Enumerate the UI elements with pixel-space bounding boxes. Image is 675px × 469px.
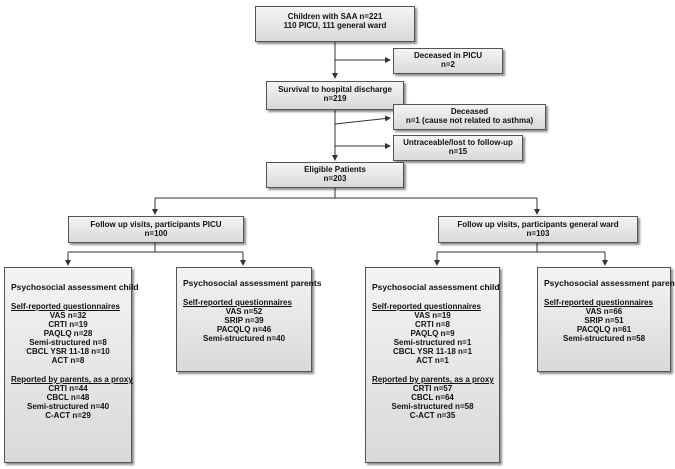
list-item: CRTI n=8 bbox=[415, 320, 450, 329]
picu-child-title: Psychosocial assessment child bbox=[11, 282, 139, 292]
deceased-line2: n=1 (cause not related to asthma) bbox=[405, 116, 534, 125]
ward-child-proxy-heading: Reported by parents, as a proxy bbox=[372, 375, 494, 384]
picu-parents-self-heading: Self-reported questionnaires bbox=[183, 298, 292, 307]
picu-parents-title: Psychosocial assessment parents bbox=[183, 278, 322, 288]
deceased-picu-line1: Deceased in PICU bbox=[413, 51, 483, 60]
ward-child-box: Psychosocial assessment child Self-repor… bbox=[365, 267, 500, 463]
start-box: Children with SAA n=221 110 PICU, 111 ge… bbox=[255, 6, 415, 42]
list-item: Semi-structured n=40 bbox=[26, 402, 110, 411]
list-item: PAQLQ n=9 bbox=[410, 329, 455, 338]
list-item: Semi-structured n=8 bbox=[29, 338, 107, 347]
start-line1: Children with SAA n=221 bbox=[287, 12, 383, 21]
picu-child-proxy-heading: Reported by parents, as a proxy bbox=[11, 375, 133, 384]
ward-parents-title: Psychosocial assessment parents bbox=[544, 278, 675, 288]
picu-child-self-heading: Self-reported questionnaires bbox=[11, 302, 120, 311]
ward-child-self-list: VAS n=19 CRTI n=8 PAQLQ n=9 Semi-structu… bbox=[372, 311, 499, 365]
start-line2: 110 PICU, 111 general ward bbox=[283, 21, 387, 30]
list-item: CRTI n=57 bbox=[412, 384, 453, 393]
list-item: C-ACT n=29 bbox=[45, 411, 91, 420]
deceased-box: Deceased n=1 (cause not related to asthm… bbox=[393, 104, 546, 130]
list-item: Semi-structured n=1 bbox=[393, 338, 472, 347]
list-item: C-ACT n=35 bbox=[409, 411, 456, 420]
followup-picu-line2: n=100 bbox=[144, 229, 168, 238]
list-item: PACQLQ n=46 bbox=[216, 325, 272, 334]
untraceable-line2: n=15 bbox=[448, 147, 468, 156]
list-item: CRTI n=19 bbox=[48, 320, 88, 329]
arrow-to-deceased bbox=[334, 115, 391, 125]
survival-box: Survival to hospital discharge n=219 bbox=[266, 81, 404, 110]
ward-parents-self-list: VAS n=66 SRIP n=51 PACQLQ n=61 Semi-stru… bbox=[544, 307, 670, 343]
untraceable-line1: Untraceable/lost to follow-up bbox=[403, 138, 513, 147]
eligible-line2: n=203 bbox=[323, 174, 347, 183]
list-item: VAS n=19 bbox=[414, 311, 451, 320]
list-item: VAS n=32 bbox=[49, 311, 87, 320]
list-item: CBCL YSR 11-18 n=10 bbox=[26, 347, 110, 356]
followup-picu-box: Follow up visits, participants PICU n=10… bbox=[68, 216, 244, 243]
list-item: ACT n=8 bbox=[51, 356, 85, 365]
ward-parents-box: Psychosocial assessment parents Self-rep… bbox=[537, 267, 675, 372]
list-item: CRTI n=44 bbox=[48, 384, 88, 393]
list-item: ACT n=1 bbox=[416, 356, 449, 365]
ward-child-title: Psychosocial assessment child bbox=[372, 282, 500, 292]
deceased-line1: Deceased bbox=[450, 107, 489, 116]
list-item: CBCL n=48 bbox=[46, 393, 90, 402]
survival-line2: n=219 bbox=[323, 94, 347, 103]
untraceable-box: Untraceable/lost to follow-up n=15 bbox=[393, 135, 523, 161]
list-item: Semi-structured n=58 bbox=[562, 334, 646, 343]
list-item: SRIP n=39 bbox=[224, 316, 264, 325]
list-item: VAS n=52 bbox=[225, 307, 263, 316]
list-item: CBCL n=64 bbox=[411, 393, 454, 402]
picu-child-self-list: VAS n=32 CRTI n=19 PAQLQ n=28 Semi-struc… bbox=[11, 311, 131, 365]
deceased-picu-line2: n=2 bbox=[440, 60, 455, 69]
eligible-box: Eligible Patients n=203 bbox=[266, 162, 404, 188]
ward-child-self-heading: Self-reported questionnaires bbox=[372, 302, 481, 311]
list-item: CBCL YSR 11-18 n=1 bbox=[392, 347, 473, 356]
list-item: Semi-structured n=58 bbox=[391, 402, 474, 411]
list-item: VAS n=66 bbox=[585, 307, 623, 316]
eligible-line1: Eligible Patients bbox=[304, 165, 366, 174]
list-item: Semi-structured n=40 bbox=[202, 334, 286, 343]
followup-ward-box: Follow up visits, participants general w… bbox=[438, 216, 638, 243]
list-item: PACQLQ n=61 bbox=[576, 325, 632, 334]
list-item: PAQLQ n=28 bbox=[43, 329, 93, 338]
ward-parents-self-heading: Self-reported questionnaires bbox=[544, 298, 653, 307]
survival-line1: Survival to hospital discharge bbox=[278, 85, 392, 94]
followup-ward-line1: Follow up visits, participants general w… bbox=[457, 220, 619, 229]
deceased-picu-box: Deceased in PICU n=2 bbox=[393, 48, 503, 74]
picu-child-proxy-list: CRTI n=44 CBCL n=48 Semi-structured n=40… bbox=[11, 384, 131, 420]
ward-child-proxy-list: CRTI n=57 CBCL n=64 Semi-structured n=58… bbox=[372, 384, 499, 420]
picu-parents-box: Psychosocial assessment parents Self-rep… bbox=[176, 267, 322, 372]
list-item: SRIP n=51 bbox=[584, 316, 624, 325]
followup-picu-line1: Follow up visits, participants PICU bbox=[90, 220, 222, 229]
followup-ward-line2: n=103 bbox=[526, 229, 550, 238]
picu-parents-self-list: VAS n=52 SRIP n=39 PACQLQ n=46 Semi-stru… bbox=[183, 307, 311, 343]
picu-child-box: Psychosocial assessment child Self-repor… bbox=[4, 267, 139, 463]
